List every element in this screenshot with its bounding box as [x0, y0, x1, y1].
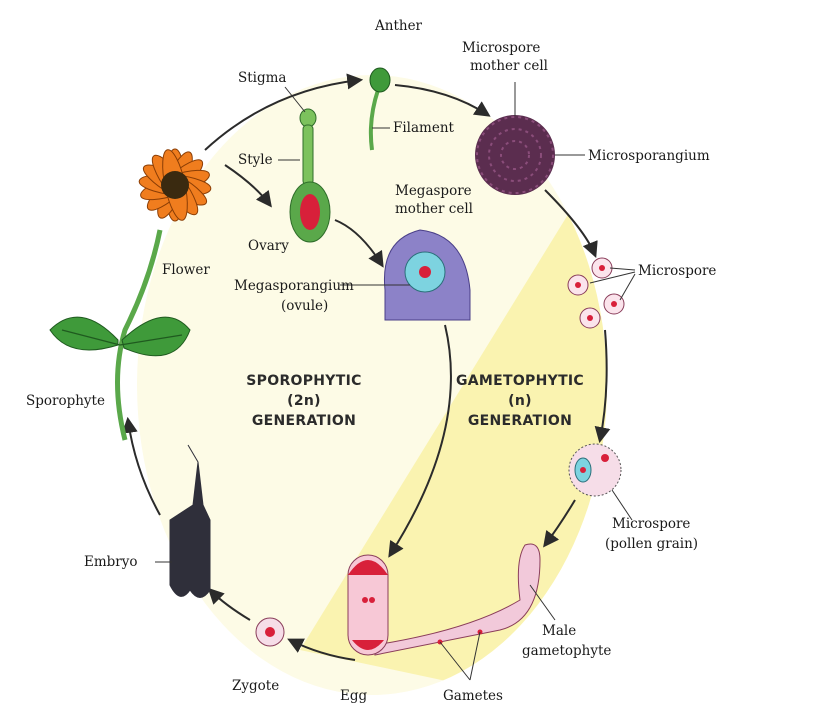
- label-microspore-mother-cell-line-1: Microspore: [462, 40, 540, 56]
- label-microsporangium: Microsporangium: [588, 148, 710, 164]
- label-style: Style: [238, 152, 273, 168]
- egg-illustration: [347, 554, 389, 656]
- label-megasporangium-line-2: (ovule): [281, 298, 328, 314]
- sporophytic-line-3: GENERATION: [252, 413, 356, 429]
- leader-lines: [155, 82, 636, 681]
- label-filament: Filament: [393, 120, 455, 136]
- gametophytic-line-1: GAMETOPHYTIC: [456, 373, 584, 389]
- label-sporophyte: Sporophyte: [26, 393, 105, 409]
- label-pollen-line-2: (pollen grain): [605, 536, 698, 552]
- megasporangium-illustration: [383, 229, 471, 321]
- sporophytic-line-1: SPOROPHYTIC: [246, 373, 361, 389]
- flower-illustration: [49, 148, 212, 441]
- stamen-illustration: [368, 67, 391, 151]
- zygote-illustration: [255, 617, 285, 647]
- cycle-arrows: [121, 73, 611, 661]
- label-anther: Anther: [374, 18, 423, 34]
- gametophytic-line-2: (n): [508, 393, 532, 409]
- arrow-ovary-to-megasporangium: [334, 219, 384, 268]
- label-megasporangium-line-1: Megasporangium: [234, 278, 354, 294]
- arrow-pollen-to-male-gametophyte: [543, 499, 576, 548]
- label-egg: Egg: [340, 688, 367, 704]
- label-flower: Flower: [162, 262, 210, 278]
- label-microspore: Microspore: [638, 263, 716, 279]
- sporophytic-line-2: (2n): [287, 393, 321, 409]
- label-megaspore-mother-cell-line-2: mother cell: [395, 201, 473, 217]
- arrow-microspore-to-pollen: [594, 329, 611, 444]
- arrow-microsporangium-to-microspore: [544, 189, 598, 258]
- label-microspore-mother-cell-line-2: mother cell: [470, 58, 548, 74]
- label-ovary: Ovary: [248, 238, 289, 254]
- label-stigma: Stigma: [238, 70, 286, 86]
- label-male-gametophyte-line-1: Male: [542, 623, 576, 639]
- pistil-illustration: [289, 108, 331, 243]
- gametophytic-line-3: GENERATION: [468, 413, 572, 429]
- embryo-illustration: [169, 444, 211, 598]
- label-pollen-line-1: Microspore: [612, 516, 690, 532]
- pollen-grain-illustration: [568, 443, 622, 497]
- arrow-anther-to-microsporangium: [394, 84, 491, 117]
- arrow-egg-to-zygote: [287, 638, 356, 661]
- label-zygote: Zygote: [232, 678, 279, 694]
- arrow-megasporangium-to-egg: [388, 324, 452, 558]
- arrow-flower-to-anther: [204, 73, 364, 151]
- label-male-gametophyte-line-2: gametophyte: [522, 643, 611, 659]
- arrow-zygote-to-embryo: [207, 587, 251, 621]
- label-megaspore-mother-cell-line-1: Megaspore: [395, 183, 472, 199]
- arrow-flower-to-ovary: [224, 164, 272, 208]
- arrow-embryo-to-sporophyte: [121, 416, 161, 516]
- microsporangium-illustration: [475, 115, 555, 195]
- label-gametes: Gametes: [443, 688, 503, 704]
- label-embryo: Embryo: [84, 554, 138, 570]
